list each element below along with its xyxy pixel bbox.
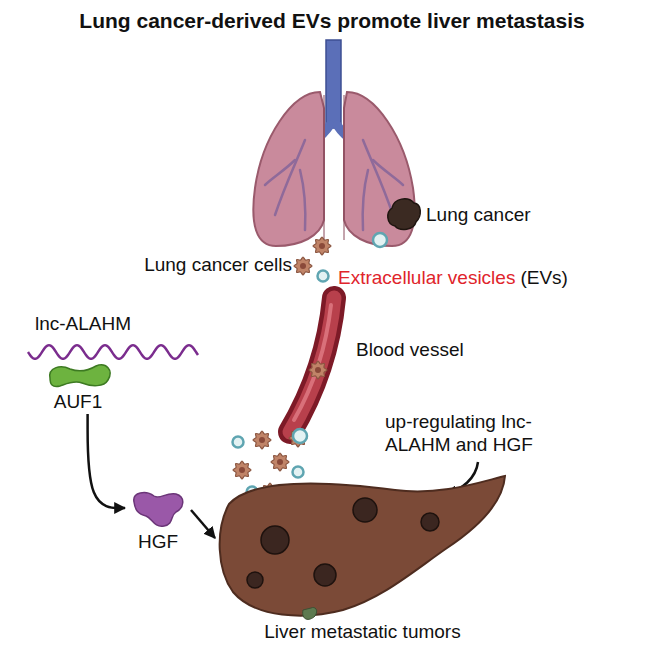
node-text: AUF1 — [38, 390, 118, 413]
protein-node: AUF1 — [38, 360, 118, 413]
lnc-label: lnc-ALAHM — [35, 312, 131, 335]
hgf-shape — [134, 493, 183, 527]
metastatic-tumor — [353, 498, 377, 522]
metastatic-tumor — [247, 572, 263, 588]
metastatic-tumor — [421, 513, 439, 531]
organ-node: Liver metastatic tumors — [215, 470, 510, 643]
node-outline — [38, 360, 118, 390]
title: Lung cancer-derived EVs promote liver me… — [0, 8, 664, 34]
ev-abbrev-label: (EVs) — [520, 266, 568, 289]
node-outline — [215, 470, 510, 620]
extracellular-vesicle — [373, 233, 387, 247]
cancer-cell — [289, 429, 307, 447]
node-text: Liver metastatic tumors — [215, 620, 510, 643]
lung-cancer-label: Lung cancer — [426, 203, 531, 226]
lnc-rna-wave — [28, 345, 198, 359]
node-text: HGF — [126, 530, 190, 553]
ev-label: Extracellular vesicles — [338, 266, 515, 289]
extracellular-vesicle — [293, 429, 307, 443]
extracellular-vesicle — [233, 437, 244, 448]
cancer-cell — [253, 431, 271, 449]
cells — [233, 237, 331, 501]
cancer-cell — [309, 361, 327, 379]
extracellular-vesicle — [318, 271, 329, 282]
extracellular-vesicle — [293, 467, 304, 478]
cancer-cell — [233, 461, 251, 479]
cancer-cell — [271, 453, 289, 471]
auf1-shape — [50, 365, 110, 387]
liver-shape — [220, 476, 505, 616]
lung-tumor — [388, 199, 420, 230]
arrow-connector — [88, 414, 125, 508]
metastatic-tumor — [314, 564, 336, 586]
upregulation-note: up-regulating lnc-ALAHM and HGF — [385, 410, 585, 456]
node-outline — [126, 488, 190, 530]
vessel-label: Blood vessel — [356, 338, 464, 361]
cells-label: Lung cancer cells — [144, 253, 292, 276]
arrow-connector — [191, 510, 215, 538]
protein-node: HGF — [126, 488, 190, 553]
blood-vessel — [290, 298, 334, 432]
cancer-cell — [294, 257, 312, 275]
metastatic-tumor — [261, 526, 289, 554]
cancer-cell — [313, 237, 331, 255]
gallbladder — [303, 607, 317, 619]
